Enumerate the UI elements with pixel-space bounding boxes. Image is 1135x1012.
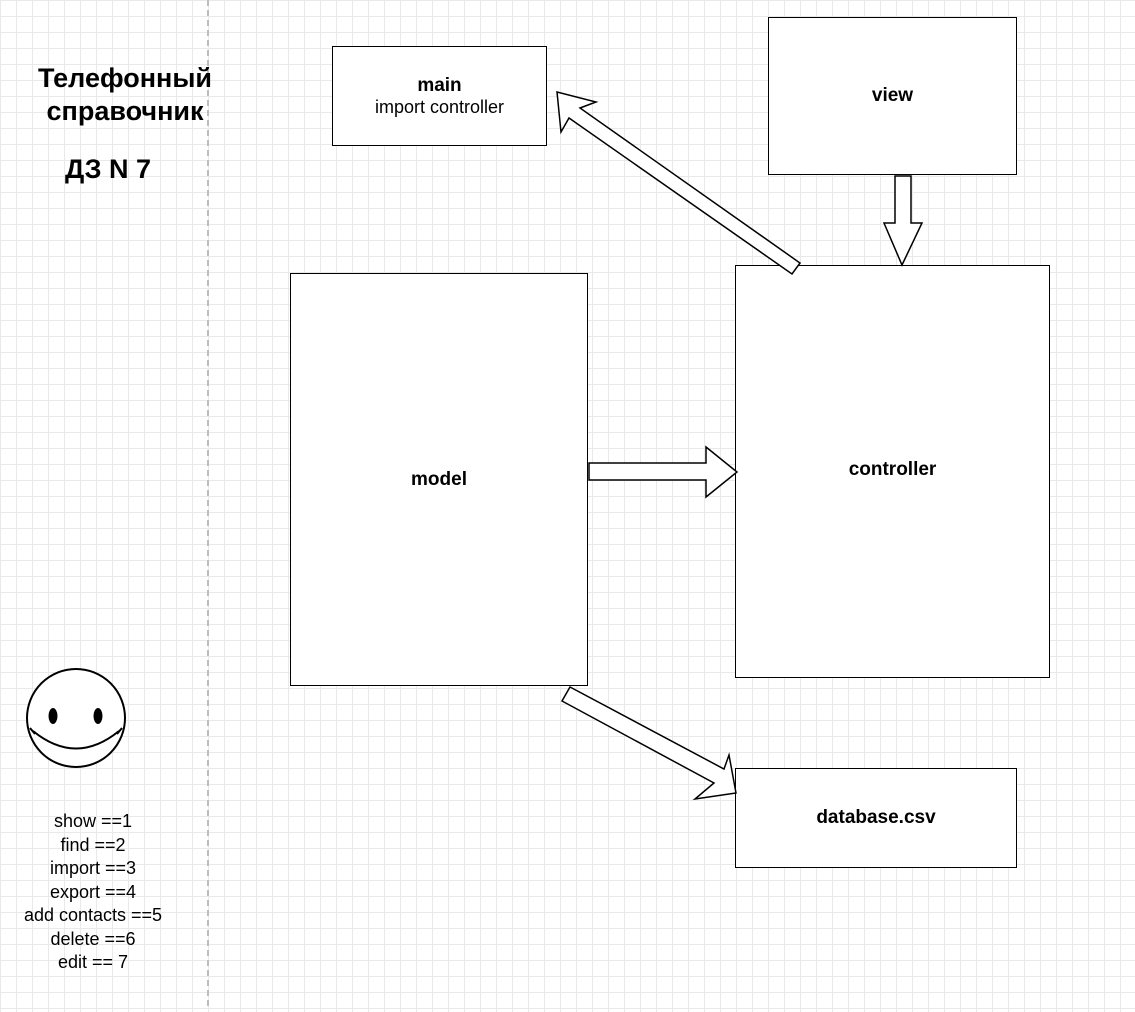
node-view[interactable]: view xyxy=(768,17,1017,175)
command-item: export ==4 xyxy=(49,881,137,902)
page-subtitle: ДЗ N 7 xyxy=(65,154,151,184)
command-legend: show ==1 find ==2 import ==3 export ==4 … xyxy=(0,810,186,975)
node-model-label: model xyxy=(411,468,467,490)
node-database-label: database.csv xyxy=(816,807,936,828)
page-title: Телефонный справочник xyxy=(37,63,212,126)
node-controller[interactable]: controller xyxy=(735,265,1050,678)
node-main-label: main xyxy=(417,74,462,96)
arrow-controller-to-main xyxy=(556,91,802,276)
smiley-face-icon xyxy=(26,668,126,768)
command-item: delete ==6 xyxy=(50,928,136,949)
node-main-detail: import controller xyxy=(374,96,505,117)
node-main[interactable]: main import controller xyxy=(332,46,547,146)
panel-divider xyxy=(207,0,209,1006)
command-item: import ==3 xyxy=(49,858,137,878)
command-item: edit == 7 xyxy=(57,952,129,972)
arrow-model-to-database xyxy=(560,685,737,801)
node-database[interactable]: database.csv xyxy=(735,768,1017,868)
node-view-label: view xyxy=(871,85,914,106)
node-model[interactable]: model xyxy=(290,273,588,686)
arrow-view-to-controller xyxy=(882,175,924,267)
node-controller-label: controller xyxy=(848,459,937,480)
arrow-model-to-controller xyxy=(588,445,739,499)
command-item: show ==1 xyxy=(53,811,133,831)
command-item: find ==2 xyxy=(60,834,126,855)
command-item: add contacts ==5 xyxy=(23,905,163,925)
